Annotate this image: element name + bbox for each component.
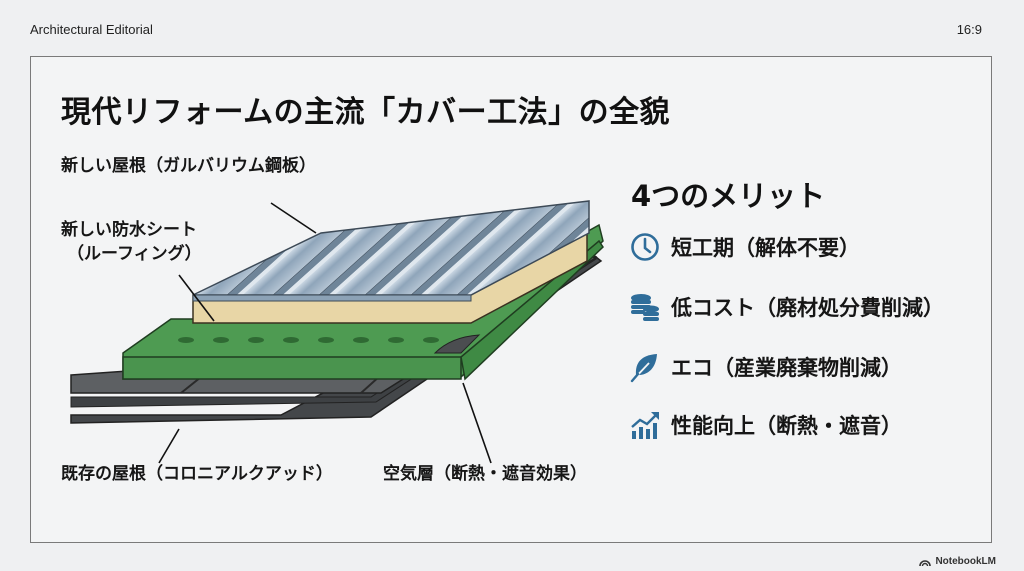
coins-icon (631, 294, 659, 321)
merit-item-low-cost: 低コスト（廃材処分費削減） (629, 291, 944, 323)
merit-label: 性能向上（断熱・遮音） (671, 414, 902, 438)
notebooklm-icon (919, 560, 932, 566)
label-new-roof: 新しい屋根（ガルバリウム鋼板） (61, 156, 316, 176)
clock-icon (631, 233, 659, 261)
roof-cover-method-illustration (70, 200, 604, 464)
waterproof-sheet-layer (122, 223, 604, 381)
merit-label: エコ（産業廃棄物削減） (671, 356, 902, 380)
merit-item-eco: エコ（産業廃棄物削減） (629, 351, 902, 383)
galvalume-roof-layer (192, 200, 590, 302)
slide-frame: 現代リフォームの主流「カバー工法」の全貌 (30, 56, 992, 543)
aspect-ratio-label: 16:9 (956, 22, 982, 37)
leader-lines (158, 202, 492, 464)
slide-title: 現代リフォームの主流「カバー工法」の全貌 (61, 95, 671, 130)
merits-title: 4つのメリット (631, 179, 826, 213)
notebooklm-logo: NotebookLM (919, 556, 996, 567)
label-waterproof-sheet: 新しい防水シート (61, 220, 197, 240)
merit-label: 短工期（解体不要） (671, 236, 860, 260)
merit-item-performance: 性能向上（断熱・遮音） (629, 409, 902, 441)
label-air-layer: 空気層（断熱・遮音効果） (383, 464, 587, 484)
label-existing-roof: 既存の屋根（コロニアルクアッド） (61, 464, 333, 484)
brand-label: Architectural Editorial (30, 22, 153, 37)
label-waterproof-sheet-sub: （ルーフィング） (67, 244, 202, 264)
leaf-icon (630, 354, 657, 383)
notebooklm-logo-text: NotebookLM (935, 556, 996, 567)
merit-label: 低コスト（廃材処分費削減） (671, 296, 944, 320)
merit-item-short-period: 短工期（解体不要） (629, 231, 860, 263)
growth-chart-icon (631, 412, 659, 439)
